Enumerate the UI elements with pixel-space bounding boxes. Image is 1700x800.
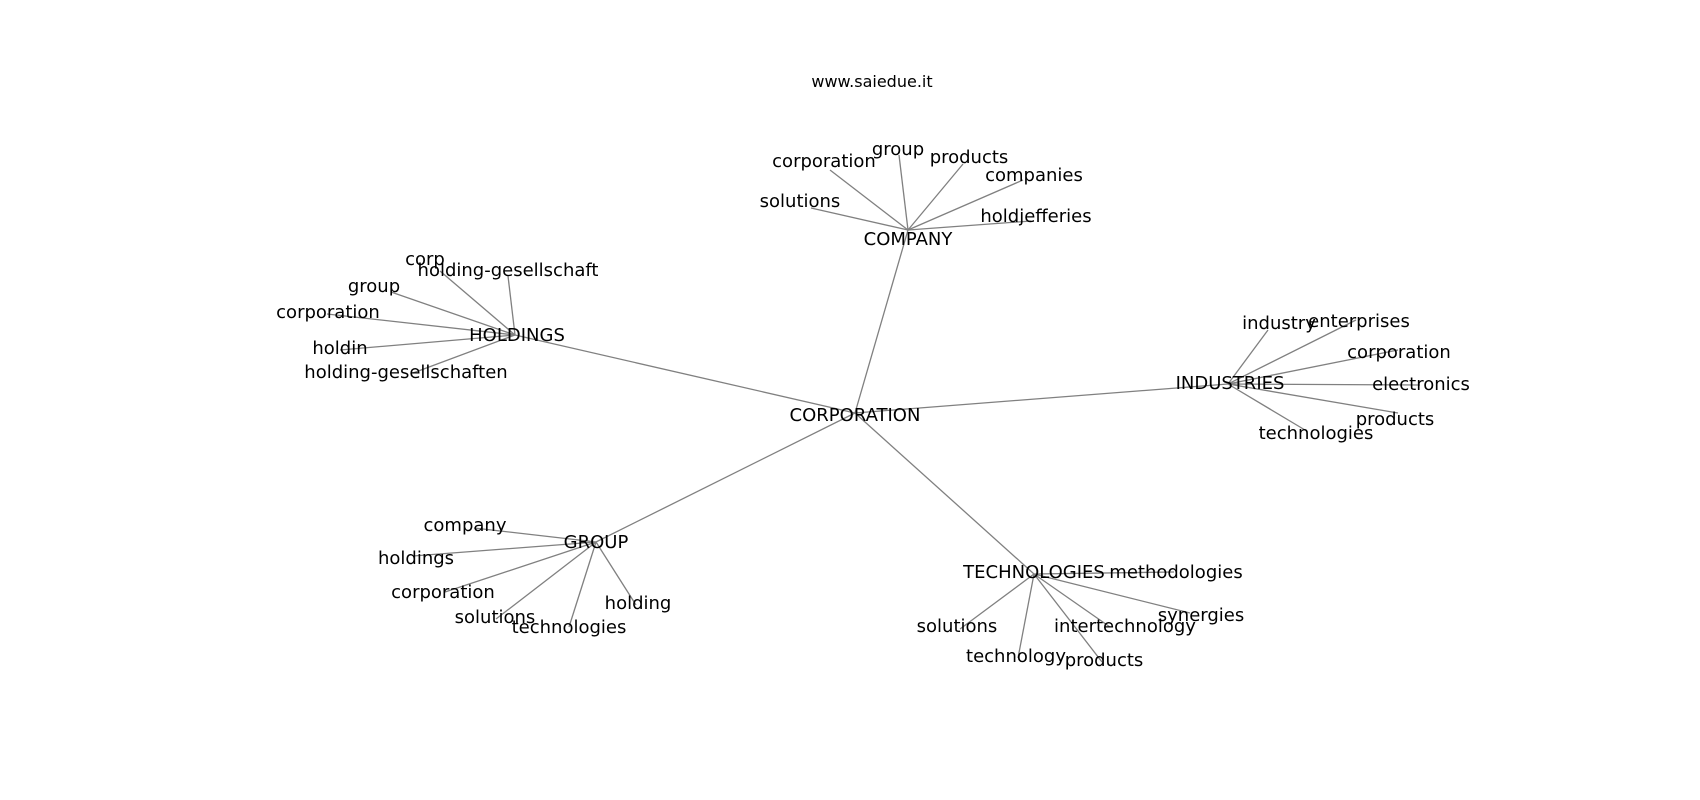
- node-label-leaf: group: [348, 276, 400, 297]
- edge-technologies-intertechnology: [1033, 573, 1111, 628]
- edge-group-holdings: [412, 541, 597, 557]
- edge-industries-products: [1227, 383, 1399, 414]
- edge-root-company: [854, 229, 909, 414]
- node-label-leaf: products: [1356, 409, 1435, 430]
- edge-root-technologies: [854, 412, 1035, 575]
- edge-company-corporation: [829, 169, 909, 231]
- edge-root-group: [595, 412, 856, 543]
- edge-group-solutions: [495, 541, 597, 620]
- node-label-hub: GROUP: [564, 532, 629, 553]
- node-label-leaf: technologies: [1259, 423, 1374, 444]
- node-label-leaf: methodologies: [1109, 562, 1242, 583]
- node-label-leaf: solutions: [917, 616, 998, 637]
- node-label-hub: TECHNOLOGIES: [962, 562, 1105, 583]
- node-label-leaf: products: [1065, 650, 1144, 671]
- edge-holdings-holding-gesellschaften: [412, 334, 516, 374]
- node-label-leaf: holding-gesellschaften: [304, 362, 507, 383]
- node-label-leaf: corporation: [276, 302, 380, 323]
- edge-company-products: [907, 163, 964, 231]
- node-label-leaf: solutions: [760, 191, 841, 212]
- edge-group-company: [473, 527, 597, 543]
- edge-industries-technologies: [1227, 383, 1306, 431]
- node-label-leaf: technology: [966, 646, 1066, 667]
- node-label-leaf: holdjefferies: [980, 206, 1091, 227]
- node-label-hub: COMPANY: [864, 229, 954, 250]
- edges-layer: [326, 154, 1421, 663]
- node-label-hub: INDUSTRIES: [1176, 373, 1285, 394]
- edge-group-technologies: [568, 541, 597, 628]
- node-label-leaf: corporation: [1347, 342, 1451, 363]
- node-label-leaf: holding: [605, 593, 672, 614]
- edge-industries-electronics: [1227, 383, 1421, 386]
- node-label-leaf: technologies: [512, 617, 627, 638]
- node-label-leaf: companies: [985, 165, 1083, 186]
- edge-industries-industry: [1227, 329, 1269, 385]
- node-label-leaf: enterprises: [1308, 311, 1410, 332]
- edge-holdings-corp: [439, 270, 516, 336]
- node-label-leaf: products: [930, 147, 1009, 168]
- node-label-leaf: electronics: [1372, 374, 1470, 395]
- node-label-leaf: industry: [1242, 313, 1316, 334]
- node-label-leaf: synergies: [1158, 605, 1244, 626]
- node-label-leaf: company: [424, 515, 507, 536]
- edge-holdings-corporation: [326, 313, 516, 336]
- edge-technologies-solutions: [959, 573, 1035, 630]
- edge-industries-enterprises: [1227, 319, 1357, 385]
- node-label-hub: HOLDINGS: [469, 325, 565, 346]
- node-label-leaf: corporation: [772, 151, 876, 172]
- edge-company-solutions: [810, 207, 909, 231]
- node-label-root: CORPORATION: [790, 405, 921, 426]
- edge-root-industries: [854, 383, 1229, 414]
- edge-technologies-synergies: [1033, 573, 1191, 614]
- node-label-leaf: holding-gesellschaft: [418, 260, 599, 281]
- edge-company-holdjefferies: [907, 220, 1032, 231]
- edge-group-holding: [595, 541, 637, 606]
- edge-technologies-methodologies: [1033, 571, 1175, 575]
- edge-holdings-holding-gesellschaft: [507, 275, 516, 336]
- node-label-leaf: holdings: [378, 548, 454, 569]
- edge-root-holdings: [514, 334, 856, 414]
- edge-holdings-holdin: [339, 334, 516, 351]
- node-label-leaf: solutions: [455, 607, 536, 628]
- edge-group-corporation: [444, 541, 597, 593]
- edge-industries-corporation: [1227, 349, 1399, 385]
- watermark-text: www.saiedue.it: [811, 72, 933, 91]
- edge-technologies-products: [1033, 573, 1103, 663]
- edge-technologies-technology: [1017, 573, 1035, 659]
- edge-company-companies: [907, 179, 1024, 231]
- node-label-leaf: intertechnology: [1054, 616, 1196, 637]
- node-label-leaf: corporation: [391, 582, 495, 603]
- node-label-leaf: corp: [405, 249, 445, 270]
- edge-company-group: [898, 154, 909, 231]
- node-label-leaf: group: [872, 139, 924, 160]
- edge-holdings-group: [390, 291, 516, 336]
- node-label-leaf: holdin: [312, 338, 367, 359]
